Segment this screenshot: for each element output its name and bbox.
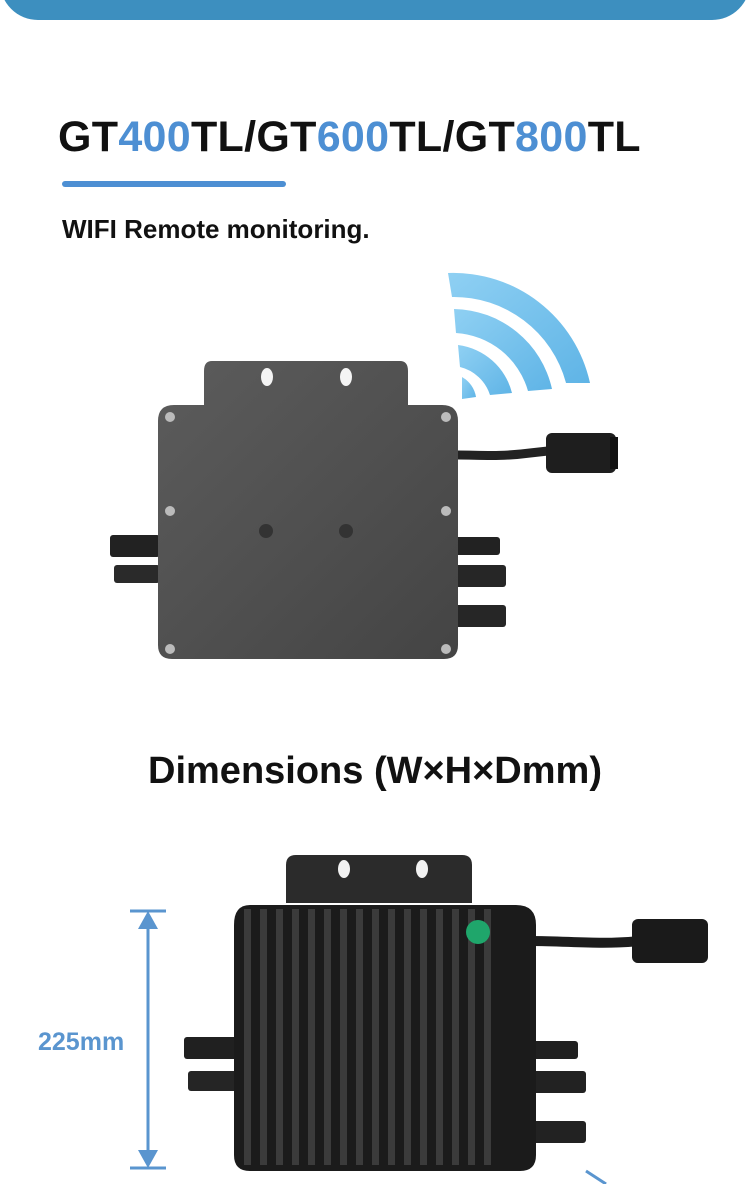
model-title-text: TL	[587, 113, 641, 161]
wifi-icon	[448, 272, 590, 399]
model-title-text: TL/GT	[389, 113, 516, 161]
model-title-number: 800	[515, 113, 588, 161]
height-dimension-label: 225mm	[38, 1028, 125, 1056]
model-title: GT400TL/GT600TL/GT800TL	[58, 113, 641, 162]
top-banner	[0, 0, 750, 20]
inverter-back-image	[130, 855, 708, 1184]
model-title-number: 400	[118, 113, 191, 161]
title-underline	[62, 181, 286, 187]
height-arrow	[130, 909, 166, 1170]
model-title-text: TL/GT	[190, 113, 317, 161]
model-title-number: 600	[316, 113, 390, 161]
subtitle: WIFI Remote monitoring.	[62, 214, 370, 244]
inverter-front-image	[110, 272, 618, 659]
dimensions-heading: Dimensions (W×H×Dmm)	[148, 750, 602, 792]
model-title-text: GT	[58, 113, 119, 161]
